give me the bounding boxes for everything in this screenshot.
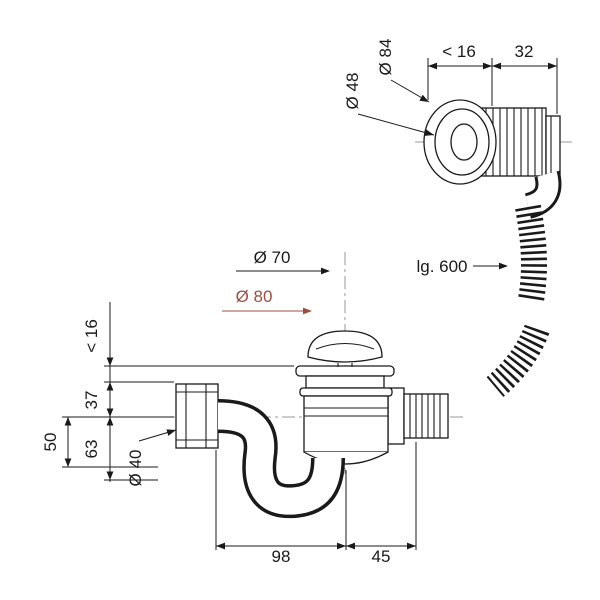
drain-clamp-flange xyxy=(299,387,393,397)
dim-label-max16-left: < 16 xyxy=(82,319,101,353)
drain-neck xyxy=(305,375,385,389)
dim-50: 50 xyxy=(41,417,72,467)
dim-label-63: 63 xyxy=(82,440,101,459)
dim-label-32: 32 xyxy=(515,42,534,61)
dim-label-37: 37 xyxy=(82,391,101,410)
overflow-thread-lines xyxy=(485,108,543,176)
dim-label-dia70: Ø 70 xyxy=(254,248,291,267)
dim-label-lg600: lg. 600 xyxy=(416,257,467,276)
dim-label-98: 98 xyxy=(272,547,291,566)
overflow-assembly xyxy=(423,99,562,397)
dim-label-dia84: Ø 84 xyxy=(376,39,395,76)
corrugated-hose-lower-icon xyxy=(486,324,550,397)
overflow-elbow-bore xyxy=(525,171,559,216)
overflow-backnut xyxy=(545,115,561,179)
inlet-nut-facets xyxy=(176,384,218,448)
dim-dia80: Ø 80 xyxy=(222,287,312,315)
dim-overflow-widths: < 16 32 xyxy=(427,42,558,114)
dim-dia40: Ø 40 xyxy=(126,429,177,487)
dim-label-dia80: Ø 80 xyxy=(236,287,273,306)
dim-bottom-widths: 98 45 xyxy=(215,442,417,566)
dim-label-50: 50 xyxy=(41,433,60,452)
dim-hose-length: lg. 600 xyxy=(416,257,508,276)
dim-label-dia48: Ø 48 xyxy=(343,73,362,110)
dim-overflow-diameters: Ø 84 Ø 48 xyxy=(343,39,435,136)
outlet-thread-lines xyxy=(409,394,441,438)
dim-dia70: Ø 70 xyxy=(236,248,330,275)
dim-label-dia40: Ø 40 xyxy=(126,450,145,487)
trap-body xyxy=(303,395,389,453)
dim-left-heights: < 16 37 63 xyxy=(62,302,294,482)
inlet-nut xyxy=(175,383,219,449)
corrugated-hose-upper-icon xyxy=(515,204,547,303)
overflow-cap-inner-ring xyxy=(450,123,478,161)
drain-top-flange xyxy=(295,365,395,377)
popup-plug-detail xyxy=(315,342,375,350)
trap-assembly xyxy=(175,330,449,519)
dim-label-45: 45 xyxy=(372,547,391,566)
outlet-threaded-pipe xyxy=(403,393,449,439)
dimensions: < 16 32 Ø 84 Ø 48 lg. 600 Ø 70 Ø 80 xyxy=(41,39,558,566)
swan-neck-bore xyxy=(217,402,342,515)
popup-plug-dome xyxy=(307,330,383,363)
dim-label-max16-top: < 16 xyxy=(442,42,476,61)
